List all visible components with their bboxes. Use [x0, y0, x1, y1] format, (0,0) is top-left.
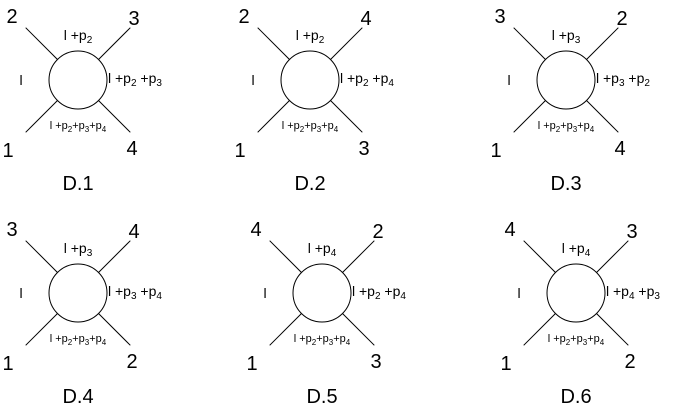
diagram-5: 4 2 1 3 l +p4 l l +p2 +p4 l +p2+p3+p4D.5 — [246, 219, 406, 405]
leg-line-bottom-right — [596, 313, 629, 346]
momentum-label-bottom: l +p2+p3+p4 — [538, 120, 595, 134]
diagram-4: 3 4 1 2 l +p3 l l +p3 +p4 l +p2+p3+p4D.4 — [2, 219, 162, 405]
leg-label-bottom-right: 3 — [370, 351, 381, 373]
momentum-label-top: l +p3 — [64, 240, 93, 259]
leg-line-top-left — [257, 27, 290, 60]
momentum-label-left: l — [19, 285, 22, 301]
leg-line-top-right — [98, 27, 131, 60]
leg-line-bottom-left — [523, 313, 556, 346]
leg-label-top-right: 2 — [616, 8, 627, 30]
momentum-label-bottom: l +p2+p3+p4 — [50, 333, 107, 347]
leg-line-bottom-right — [330, 100, 363, 133]
momentum-label-bottom: l +p2+p3+p4 — [548, 333, 605, 347]
momentum-label-right: l +p2 +p3 — [108, 70, 162, 89]
leg-line-bottom-left — [257, 100, 290, 133]
diagram-caption: D.6 — [560, 386, 591, 405]
leg-label-top-left: 3 — [6, 219, 17, 241]
momentum-label-top: l +p2 — [64, 27, 93, 46]
diagram-caption: D.5 — [306, 386, 337, 405]
momentum-label-right: l +p2 +p4 — [340, 70, 394, 89]
leg-line-top-right — [330, 27, 363, 60]
momentum-label-top: l +p2 — [296, 27, 325, 46]
diagram-caption: D.1 — [62, 173, 93, 195]
loop-circle — [280, 50, 340, 110]
leg-line-bottom-right — [342, 313, 375, 346]
momentum-label-top: l +p4 — [562, 240, 591, 259]
leg-line-bottom-left — [25, 313, 58, 346]
leg-line-top-left — [25, 240, 58, 273]
loop-circle — [546, 263, 606, 323]
diagram-6: 4 3 1 2 l +p4 l l +p4 +p3 l +p2+p3+p4D.6 — [500, 219, 660, 405]
momentum-label-top: l +p4 — [308, 240, 337, 259]
diagram-2: 2 4 1 3 l +p2 l l +p2 +p4 l +p2+p3+p4D.2 — [234, 6, 394, 195]
loop-circle — [48, 50, 108, 110]
leg-label-top-left: 4 — [250, 219, 261, 241]
diagram-caption: D.2 — [294, 173, 325, 195]
leg-line-top-left — [513, 27, 546, 60]
momentum-label-left: l — [507, 72, 510, 88]
diagram-1: 2 3 1 4 l +p2 l l +p2 +p3 l +p2+p3+p4D.1 — [2, 6, 162, 195]
leg-line-top-left — [523, 240, 556, 273]
momentum-label-right: l +p2 +p4 — [352, 283, 406, 302]
momentum-label-top: l +p3 — [552, 27, 581, 46]
loop-circle — [292, 263, 352, 323]
leg-label-top-right: 3 — [626, 221, 637, 243]
diagram-caption: D.4 — [62, 386, 93, 405]
leg-label-top-right: 4 — [128, 221, 139, 243]
leg-line-top-right — [342, 240, 375, 273]
leg-line-top-left — [25, 27, 58, 60]
leg-line-bottom-left — [25, 100, 58, 133]
diagram-3: 3 2 1 4 l +p3 l l +p3 +p2 l +p2+p3+p4D.3 — [490, 6, 650, 195]
leg-label-bottom-left: 1 — [246, 353, 257, 375]
leg-line-bottom-right — [586, 100, 619, 133]
leg-line-top-right — [586, 27, 619, 60]
leg-line-top-right — [596, 240, 629, 273]
momentum-label-bottom: l +p2+p3+p4 — [294, 333, 351, 347]
leg-label-bottom-left: 1 — [2, 140, 13, 162]
leg-label-bottom-left: 1 — [2, 353, 13, 375]
momentum-label-right: l +p3 +p2 — [596, 70, 650, 89]
leg-line-bottom-left — [513, 100, 546, 133]
leg-label-top-right: 4 — [360, 8, 371, 30]
leg-label-bottom-right: 2 — [126, 351, 137, 373]
leg-label-top-left: 3 — [494, 6, 505, 28]
leg-label-top-left: 2 — [238, 6, 249, 28]
leg-label-bottom-left: 1 — [490, 140, 501, 162]
momentum-label-left: l — [263, 285, 266, 301]
diagram-caption: D.3 — [550, 173, 581, 195]
momentum-label-bottom: l +p2+p3+p4 — [50, 120, 107, 134]
leg-label-top-right: 2 — [372, 221, 383, 243]
leg-line-bottom-right — [98, 100, 131, 133]
leg-label-bottom-right: 4 — [614, 138, 625, 160]
leg-label-bottom-right: 4 — [126, 138, 137, 160]
momentum-label-right: l +p4 +p3 — [606, 283, 660, 302]
leg-label-top-left: 2 — [6, 6, 17, 28]
leg-label-top-left: 4 — [504, 219, 515, 241]
leg-line-bottom-left — [269, 313, 302, 346]
leg-label-top-right: 3 — [128, 8, 139, 30]
momentum-label-right: l +p3 +p4 — [108, 283, 162, 302]
leg-label-bottom-left: 1 — [234, 140, 245, 162]
loop-circle — [48, 263, 108, 323]
leg-label-bottom-right: 2 — [624, 351, 635, 373]
leg-line-bottom-right — [98, 313, 131, 346]
leg-line-top-right — [98, 240, 131, 273]
momentum-label-left: l — [251, 72, 254, 88]
leg-label-bottom-right: 3 — [358, 138, 369, 160]
loop-circle — [536, 50, 596, 110]
momentum-label-bottom: l +p2+p3+p4 — [282, 120, 339, 134]
momentum-label-left: l — [517, 285, 520, 301]
momentum-label-left: l — [19, 72, 22, 88]
leg-label-bottom-left: 1 — [500, 353, 511, 375]
leg-line-top-left — [269, 240, 302, 273]
